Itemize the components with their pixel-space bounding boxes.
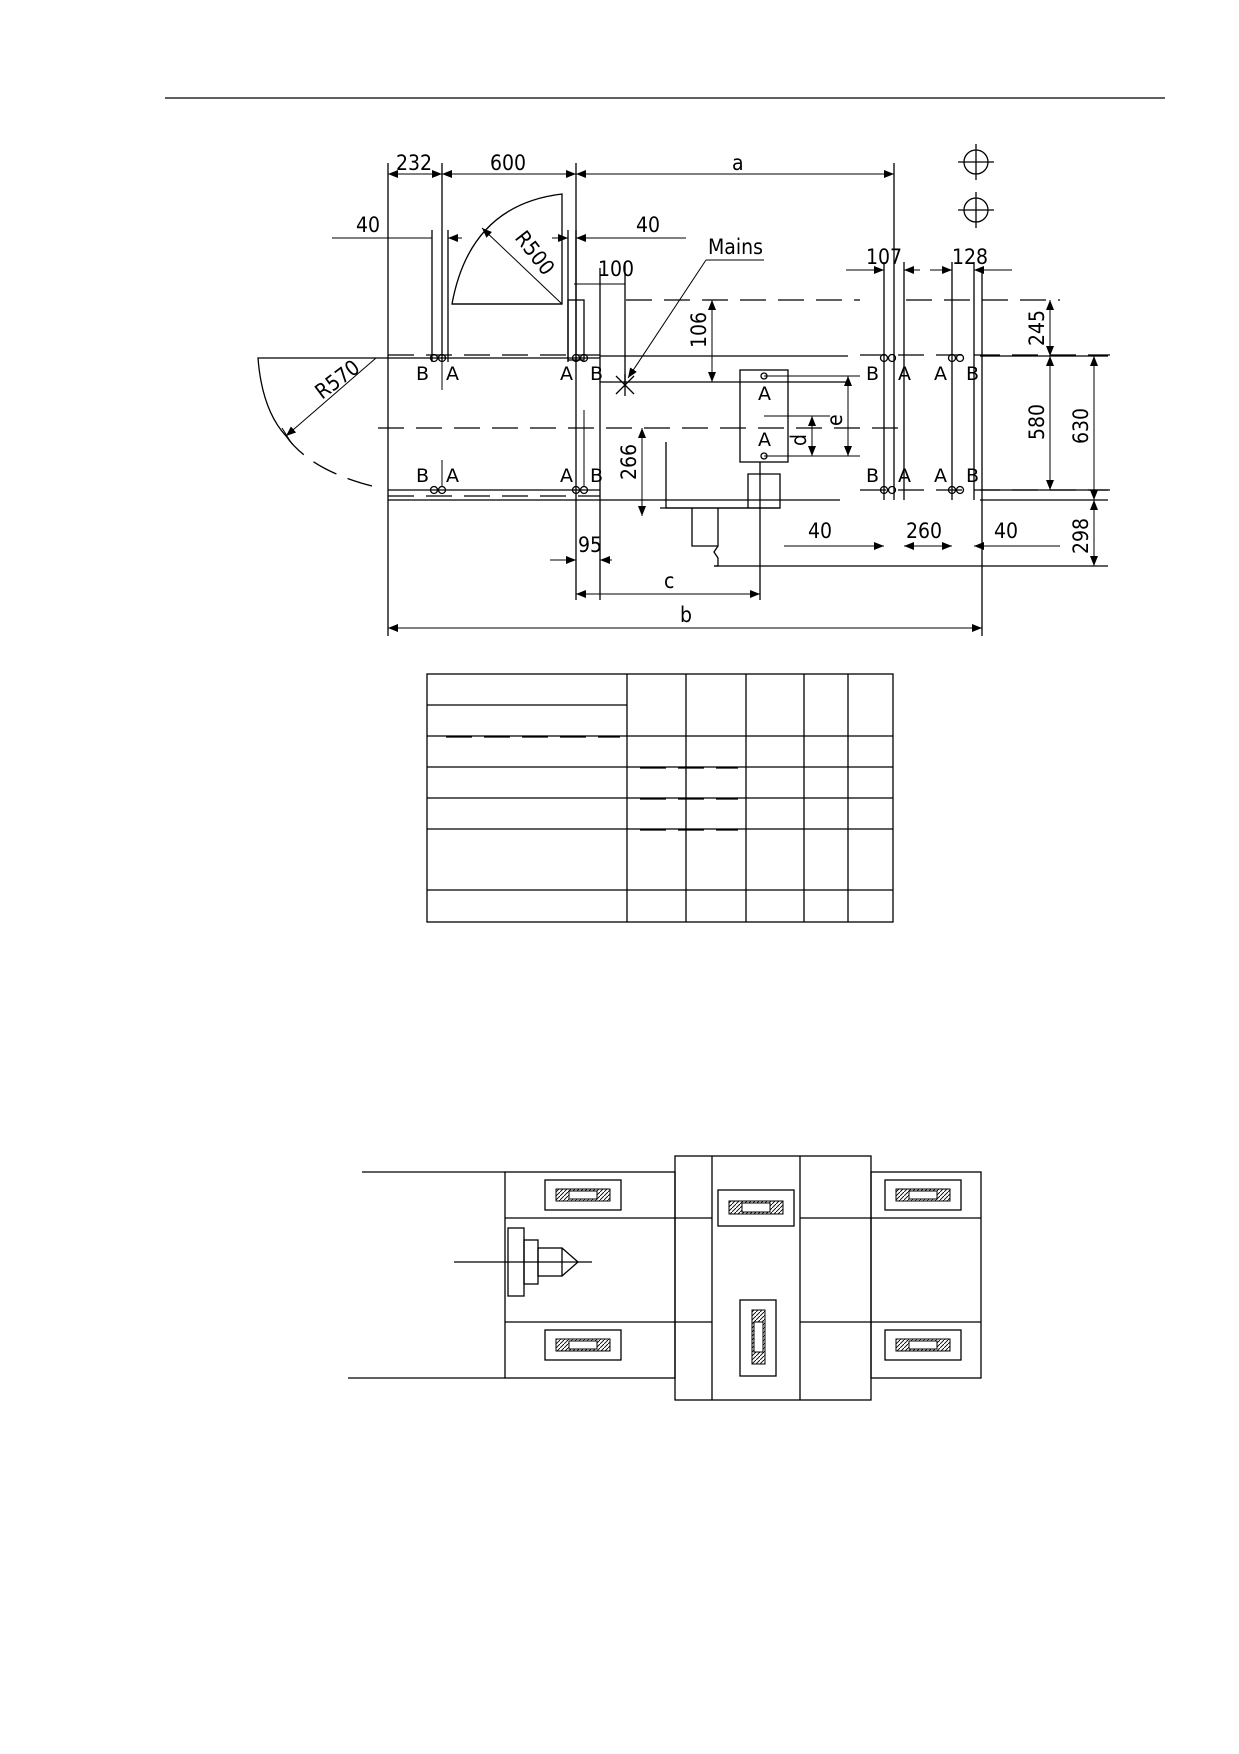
pad-marker: B A [866, 353, 911, 385]
dim-r570: R570 [311, 355, 365, 404]
dim-600: 600 [490, 151, 526, 175]
dim-106: 106 [687, 312, 711, 348]
svg-text:B: B [866, 363, 879, 385]
dim-40-right-1: 40 [808, 519, 832, 543]
door-swing-arc-r570 [257, 357, 388, 437]
dim-580: 580 [1025, 404, 1049, 440]
dim-260: 260 [906, 519, 942, 543]
svg-text:B: B [590, 465, 603, 487]
mounting-pad [544, 1179, 622, 1211]
mounting-pad [717, 1189, 795, 1227]
machine-top-view [348, 1155, 982, 1401]
svg-text:A: A [934, 465, 947, 487]
pad-marker: B A [416, 353, 459, 390]
svg-text:B: B [416, 363, 429, 385]
label-mains: Mains [708, 235, 763, 259]
svg-text:A: A [446, 363, 459, 385]
mounting-pad [544, 1329, 622, 1361]
svg-text:A: A [758, 429, 771, 451]
svg-text:A: A [758, 383, 771, 405]
mounting-pad [739, 1299, 777, 1377]
dim-40-left: 40 [356, 213, 380, 237]
svg-text:A: A [560, 363, 573, 385]
spindle-icon [454, 1227, 592, 1297]
dim-245: 245 [1025, 310, 1049, 346]
pad-marker: A B [560, 353, 603, 385]
dim-298: 298 [1069, 518, 1093, 554]
dim-a: a [732, 151, 744, 175]
dim-r500: R500 [510, 226, 559, 280]
dim-d: d [787, 434, 811, 446]
dim-e: e [823, 414, 847, 426]
svg-text:B: B [866, 465, 879, 487]
dim-232: 232 [396, 151, 432, 175]
svg-text:A: A [898, 465, 911, 487]
svg-text:B: B [590, 363, 603, 385]
svg-text:B: B [966, 465, 979, 487]
spec-table [426, 673, 894, 923]
dim-266: 266 [617, 444, 641, 480]
crosshair-icon [958, 144, 994, 180]
pad-marker: B A [866, 465, 911, 495]
dim-100: 100 [598, 257, 634, 281]
crosshair-icon [958, 192, 994, 228]
svg-text:A: A [934, 363, 947, 385]
dim-40-mid: 40 [636, 213, 660, 237]
svg-text:B: B [966, 363, 979, 385]
pad-marker: A B [934, 465, 979, 495]
dim-630: 630 [1069, 408, 1093, 444]
dim-107: 107 [866, 245, 902, 269]
mounting-pad [884, 1179, 962, 1211]
dim-c: c [664, 569, 674, 593]
pad-marker: B A [416, 460, 459, 495]
dim-40-right-2: 40 [994, 519, 1018, 543]
pad-marker: A B [934, 353, 979, 385]
pad-marker: A B [560, 410, 603, 495]
svg-text:A: A [446, 465, 459, 487]
foundation-plan: 232 600 a 40 R500 40 100 Mains [257, 144, 1110, 636]
door-swing-arc [451, 193, 563, 305]
svg-text:A: A [898, 363, 911, 385]
svg-text:B: B [416, 465, 429, 487]
dim-95: 95 [578, 533, 602, 557]
svg-text:A: A [560, 465, 573, 487]
mounting-pad [884, 1329, 962, 1361]
dim-b: b [680, 603, 692, 627]
dim-128: 128 [952, 245, 988, 269]
mains-point-icon [615, 374, 635, 396]
